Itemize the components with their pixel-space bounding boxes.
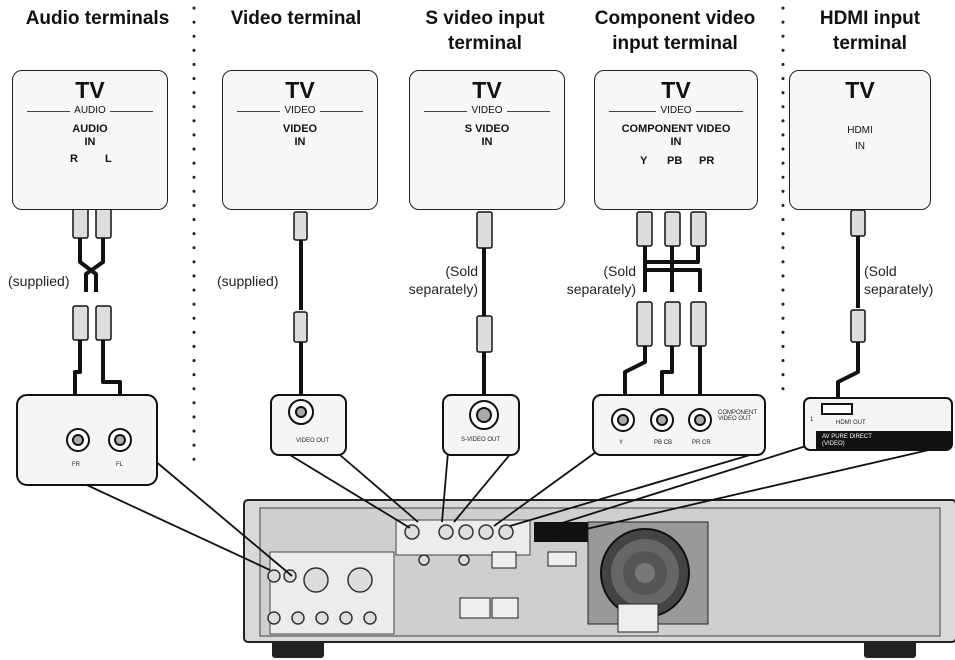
av-pure-direct-badge: AV PURE DIRECT (VIDEO) (822, 434, 872, 447)
jack-label-y-out: Y (619, 440, 624, 446)
tv-panel-hdmi: TV HDMI IN (789, 70, 931, 210)
input-label: VIDEO IN (282, 123, 318, 148)
hdmi-port-number: 1 (810, 417, 814, 423)
jack-label-pr-out: PR CR (692, 440, 711, 446)
tv-label: TV (661, 77, 691, 103)
group-label: VIDEO (223, 105, 377, 116)
jack-label-pb-out: PB CB (654, 440, 673, 446)
section-dividers (192, 6, 785, 462)
jack-label-pr: PR (699, 155, 715, 167)
jack-label-l: L (105, 153, 112, 165)
input-label: AUDIO IN (72, 123, 108, 148)
caption-svideo-cable: (Sold separately) (408, 263, 478, 297)
player-rear-panel (243, 499, 955, 658)
hdmi-out-label: HDMI OUT (836, 420, 866, 426)
tv-panel-video: TV VIDEO VIDEO IN (222, 70, 378, 210)
heading-video: Video terminal (230, 8, 362, 29)
jack-label-pb: PB (667, 155, 683, 167)
tv-label: TV (472, 77, 502, 103)
heading-svideo: S video input terminal (425, 8, 545, 54)
input-label: S VIDEO IN (464, 123, 510, 148)
component-out-label: COMPONENT VIDEO OUT (718, 410, 757, 422)
tv-panel-svideo: TV VIDEO S VIDEO IN (409, 70, 565, 210)
caption-component-cable: (Sold separately) (566, 263, 636, 297)
group-label: VIDEO (410, 105, 564, 116)
plugs (72, 207, 866, 353)
cables (73, 236, 860, 432)
player-panels (16, 394, 953, 486)
heading-audio: Audio terminals (25, 8, 170, 29)
player-jacks (66, 399, 951, 452)
heading-component: Component video input terminal (594, 8, 756, 54)
caption-video-cable: (supplied) (217, 273, 279, 289)
tv-label: TV (75, 77, 105, 103)
input-label: COMPONENT VIDEO IN (621, 123, 731, 148)
jack-label-fr: FR (72, 462, 80, 468)
tv-label: TV (845, 77, 875, 103)
jack-label-r: R (70, 153, 78, 165)
caption-hdmi-cable: (Sold separately) (864, 263, 934, 297)
caption-audio-cable: (supplied) (8, 273, 70, 289)
tv-panel-component: TV VIDEO COMPONENT VIDEO IN Y PB PR (594, 70, 758, 210)
heading-hdmi: HDMI input terminal (819, 8, 921, 54)
tv-panel-audio: TV AUDIO AUDIO IN R L (12, 70, 168, 210)
jack-label-fl: FL (116, 462, 124, 468)
tv-label: TV (285, 77, 315, 103)
group-label: VIDEO (595, 105, 757, 116)
jack-label-y: Y (640, 155, 648, 167)
video-out-label: VIDEO OUT (296, 438, 330, 444)
input-label: HDMI IN (847, 125, 873, 152)
group-label: AUDIO (13, 105, 167, 116)
svideo-out-label: S-VIDEO OUT (461, 437, 501, 443)
